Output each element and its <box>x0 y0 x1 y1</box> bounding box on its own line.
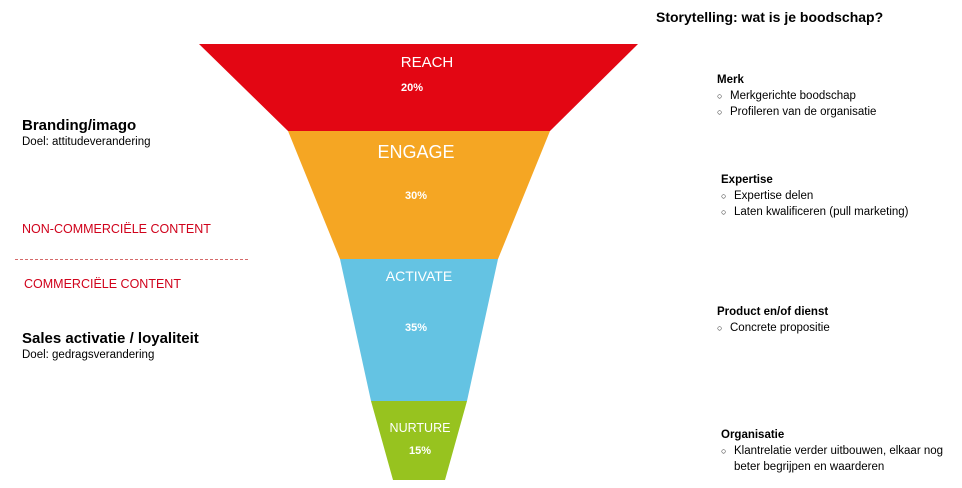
organisatie-bullet: Klantrelatie verder uitbouwen, elkaar no… <box>721 443 954 475</box>
reach-label: REACH <box>400 54 454 71</box>
divider-line <box>15 259 248 260</box>
engage-percent: 30% <box>404 190 428 202</box>
merk-block: Merk Merkgerichte boodschap Profileren v… <box>717 72 876 120</box>
product-block: Product en/of dienst Concrete propositie <box>717 304 830 336</box>
funnel-segment-activate <box>340 259 498 401</box>
commercial-tag: COMMERCIËLE CONTENT <box>24 277 181 291</box>
activate-percent: 35% <box>404 322 428 334</box>
product-title: Product en/of dienst <box>717 306 829 318</box>
expertise-block: Expertise Expertise delen Laten kwalific… <box>721 172 909 220</box>
activate-label: ACTIVATE <box>385 268 453 284</box>
organisatie-block: Organisatie Klantrelatie verder uitbouwe… <box>721 427 954 475</box>
nurture-label: NURTURE <box>389 421 451 435</box>
non-commercial-tag: NON-COMMERCIËLE CONTENT <box>22 222 211 236</box>
organisatie-title: Organisatie <box>721 429 785 441</box>
product-bullet: Concrete propositie <box>717 320 830 336</box>
reach-percent: 20% <box>400 82 424 94</box>
expertise-title: Expertise <box>721 174 773 186</box>
diagram-title: Storytelling: wat is je boodschap? <box>656 9 884 25</box>
funnel-segment-nurture <box>371 401 467 480</box>
sales-goal: Doel: gedragsverandering <box>22 349 155 361</box>
funnel-segment-engage <box>288 131 550 259</box>
merk-bullet: Merkgerichte boodschap <box>717 88 876 104</box>
nurture-percent: 15% <box>408 445 432 457</box>
merk-bullet: Profileren van de organisatie <box>717 104 876 120</box>
expertise-bullet: Laten kwalificeren (pull marketing) <box>721 204 909 220</box>
branding-goal: Doel: attitudeverandering <box>22 136 151 148</box>
engage-label: ENGAGE <box>377 142 455 162</box>
branding-heading: Branding/imago <box>22 117 137 134</box>
funnel-segment-reach <box>199 44 638 131</box>
sales-heading: Sales activatie / loyaliteit <box>22 330 199 347</box>
expertise-bullet: Expertise delen <box>721 188 909 204</box>
merk-title: Merk <box>717 74 744 86</box>
